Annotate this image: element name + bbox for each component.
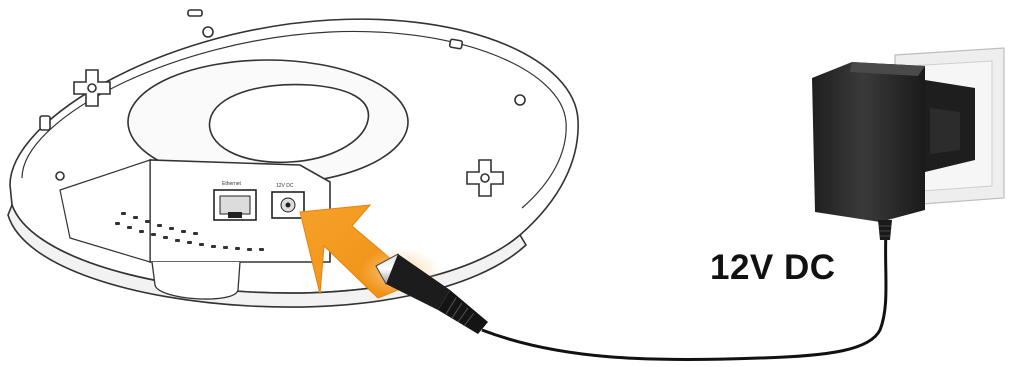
power-adapter <box>812 62 975 240</box>
ethernet-port-label: Ethernet <box>222 181 242 187</box>
power-port <box>272 192 304 218</box>
voltage-label: 12V DC <box>710 248 836 288</box>
ethernet-port <box>214 190 256 220</box>
power-port-label: 12V DC <box>276 183 294 189</box>
access-point-device <box>8 10 578 307</box>
